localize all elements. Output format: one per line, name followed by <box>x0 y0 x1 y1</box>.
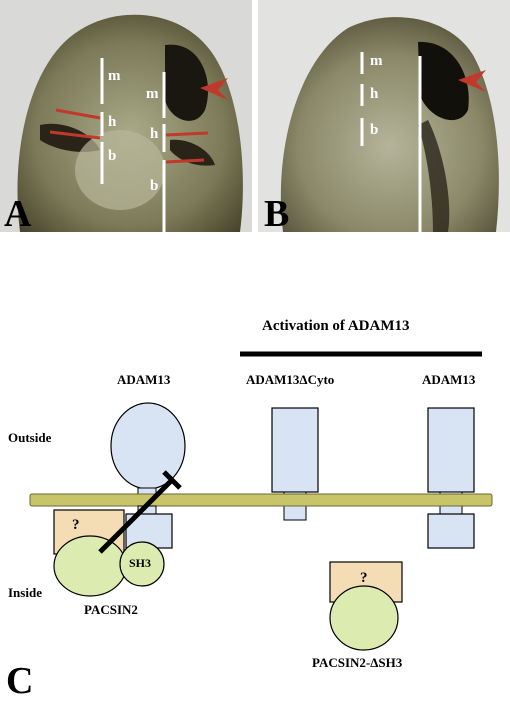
mark-b-h: h <box>370 86 379 102</box>
pacsin2-label: PACSIN2 <box>84 602 138 617</box>
col2-label: ADAM13ΔCyto <box>246 372 335 387</box>
mark-a-b1: b <box>108 148 117 164</box>
adam13-dcyto-ectodomain <box>271 407 319 493</box>
outside-label: Outside <box>8 430 52 445</box>
sh3-domain <box>119 541 165 587</box>
adam13-active-cytodomain <box>427 513 475 549</box>
panel-b-image: m h b B <box>258 0 510 232</box>
cell-membrane <box>29 493 493 507</box>
question-mark-2: ? <box>360 570 368 586</box>
arrowhead-b <box>458 70 486 92</box>
mark-a-m2: m <box>146 86 159 102</box>
arrowhead-a <box>200 78 228 100</box>
sh3-label: SH3 <box>129 556 152 570</box>
pacsin2-body <box>53 535 127 597</box>
activation-title: Activation of ADAM13 <box>262 318 410 334</box>
adam13-ectodomain <box>110 402 186 490</box>
col1-label: ADAM13 <box>117 372 171 387</box>
adam13-active-ectodomain <box>427 407 475 493</box>
panel-a-graphic <box>0 0 252 232</box>
mark-b-m: m <box>370 53 383 69</box>
mark-a-m1: m <box>108 68 121 84</box>
panel-a-image: m m h h b b A <box>0 0 252 232</box>
panel-label-a: A <box>4 193 32 232</box>
mark-a-b2: b <box>150 178 159 194</box>
question-mark-1: ? <box>72 517 80 533</box>
col3-label: ADAM13 <box>422 372 476 387</box>
mark-b-b: b <box>370 122 379 138</box>
inhibition-line <box>98 478 174 554</box>
panel-label-b: B <box>264 193 290 232</box>
inside-label: Inside <box>8 585 42 600</box>
panel-label-c: C <box>6 660 34 702</box>
inhibition-bar <box>162 470 182 490</box>
dark-region-a <box>165 44 209 121</box>
panel-b-graphic <box>258 0 510 232</box>
pacsin2-dsh3-body <box>329 585 399 651</box>
mark-a-h2: h <box>150 126 159 142</box>
pacsin2-dsh3-label: PACSIN2-ΔSH3 <box>312 655 403 670</box>
mark-a-h1: h <box>108 114 117 130</box>
dark-region-b <box>418 41 469 121</box>
